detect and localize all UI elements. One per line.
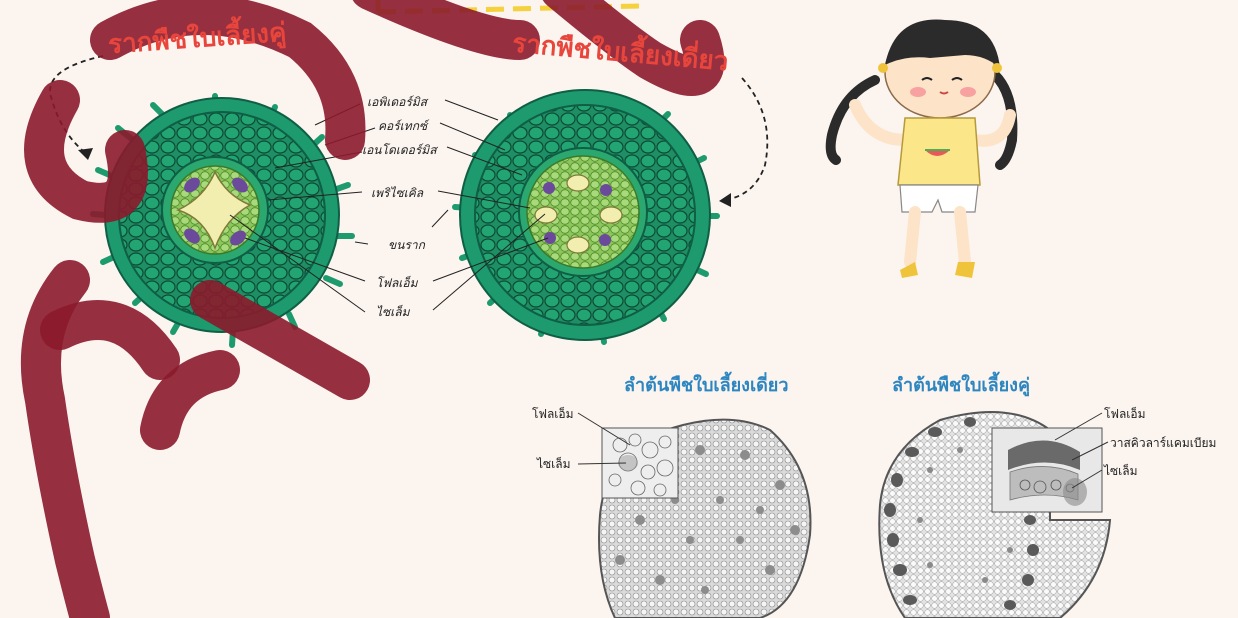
monocot-stem-micrograph [599, 420, 811, 618]
dicot-stem-phloem-label: โฟลเอ็ม [1104, 405, 1146, 424]
dicot-stem-xylem-label: ไซเล็ม [1104, 462, 1138, 481]
dicot-stem-micrograph [879, 412, 1110, 618]
monocot-stem-xylem-label: ไซเล็ม [537, 455, 571, 474]
monocot-stem-phloem-label: โฟลเอ็ม [532, 405, 574, 424]
dicot-stem-cambium-label: วาสคิวลาร์แคมเบียม [1110, 434, 1216, 453]
